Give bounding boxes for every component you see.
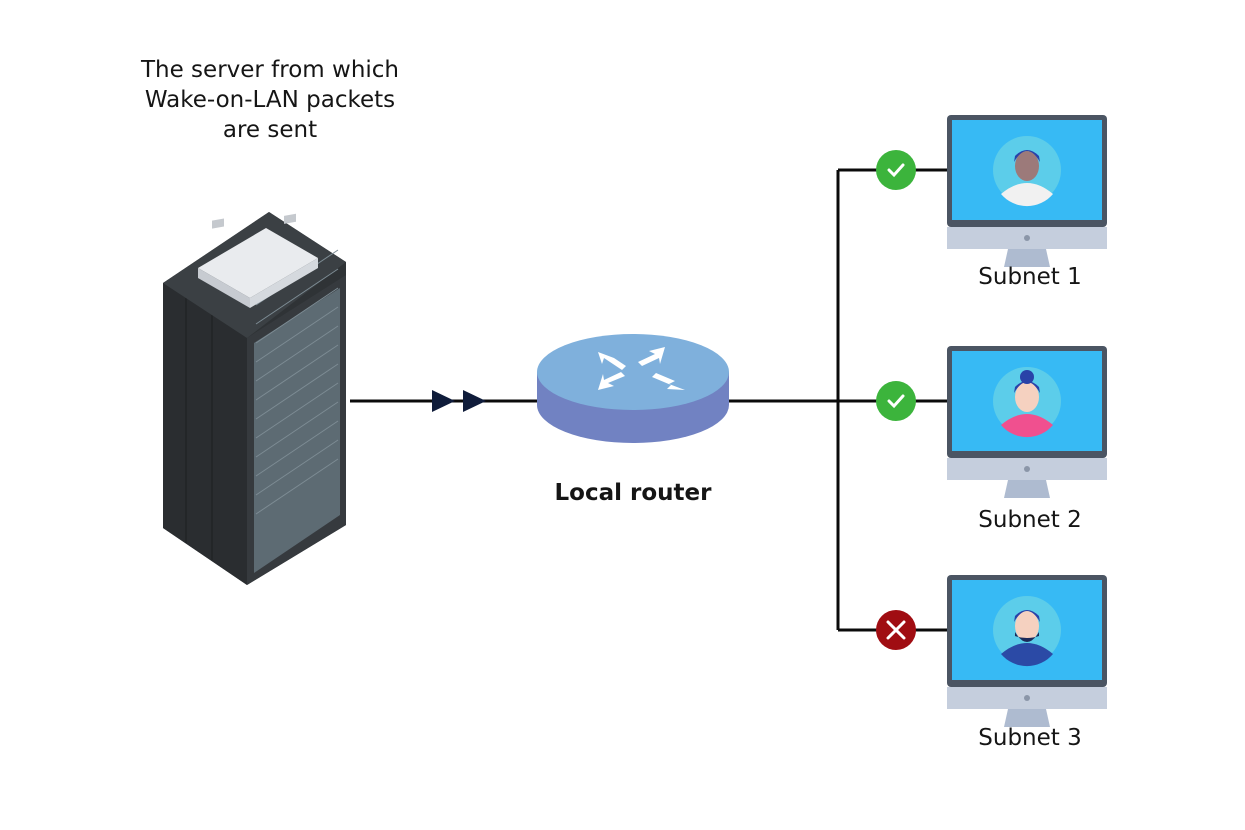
monitor-subnet-1 — [947, 115, 1107, 267]
router-icon — [537, 334, 729, 443]
server-rack-icon — [163, 212, 346, 585]
router-label: Local router — [554, 480, 712, 506]
check-icon — [887, 394, 905, 409]
subnet-2-label: Subnet 2 — [978, 507, 1082, 533]
server-caption: The server from which Wake-on-LAN packet… — [140, 57, 400, 143]
status-badge-2 — [876, 381, 916, 421]
status-badge-3 — [876, 610, 916, 650]
woman-avatar — [993, 367, 1061, 438]
man-avatar — [993, 136, 1061, 207]
bearded-man-avatar — [993, 596, 1061, 667]
status-badge-1 — [876, 150, 916, 190]
check-icon — [887, 163, 905, 178]
monitor-subnet-3 — [947, 575, 1107, 727]
x-icon — [886, 620, 906, 640]
subnet-1-label: Subnet 1 — [978, 264, 1082, 290]
subnet-3-label: Subnet 3 — [978, 725, 1082, 751]
double-arrow-icon — [432, 390, 486, 412]
monitor-subnet-2 — [947, 346, 1107, 498]
